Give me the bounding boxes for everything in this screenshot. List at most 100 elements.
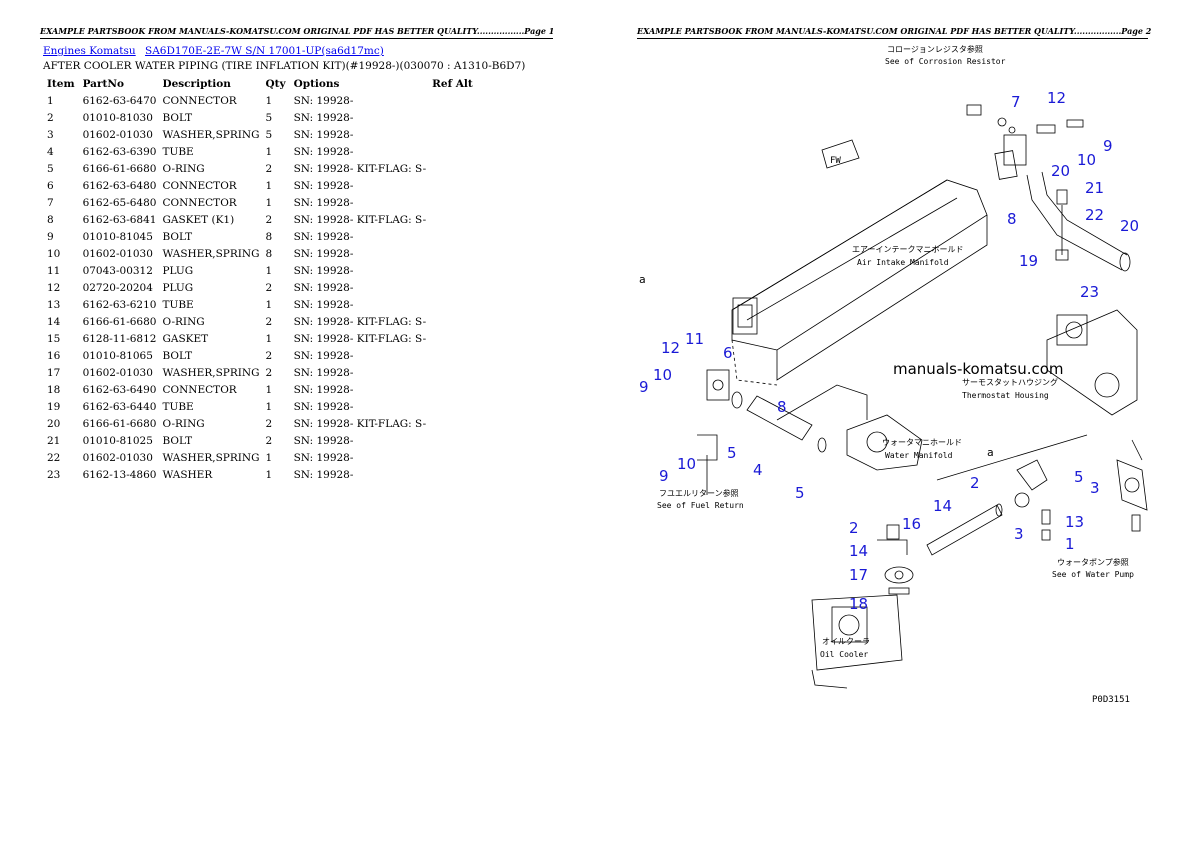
cell-ref-alt [428,450,477,467]
cell-item: 6 [47,179,54,192]
cell-ref-alt [428,229,477,246]
cell-item: 17 [47,366,61,379]
cell-item: 20 [47,417,61,430]
cell-item: 16 [47,349,61,362]
cell-options: SN: 19928- [293,179,354,192]
cell-options: SN: 19928- [293,264,354,277]
cell-options: SN: 19928- [293,128,354,141]
front-marker-icon [821,139,860,169]
cell-partno: 6166-61-6680 [82,315,157,328]
column-header-description: Description [162,78,231,90]
cell-qty: 2 [265,349,273,362]
svg-text:2: 2 [849,519,859,537]
cell-description: WASHER [162,468,213,481]
cell-partno: 01602-01030 [82,451,153,464]
cell-qty: 1 [265,451,273,464]
svg-text:サーモスタットハウジング: サーモスタットハウジング [962,377,1058,387]
cell-description: CONNECTOR [162,196,237,209]
cell-description: TUBE [162,145,194,158]
cell-qty: 2 [265,366,273,379]
svg-text:8: 8 [1007,210,1017,228]
cell-description: TUBE [162,400,194,413]
cell-item: 4 [47,145,54,158]
page-header-2: EXAMPLE PARTSBOOK FROM MANUALS-KOMATSU.C… [637,26,1151,39]
cell-item: 2 [47,111,54,124]
cell-options: SN: 19928- KIT-FLAG: S- [293,417,427,430]
svg-text:ウォータマニホールド: ウォータマニホールド [882,438,962,447]
cell-item: 19 [47,400,61,413]
cell-options: SN: 19928- [293,111,354,124]
cell-qty: 1 [265,400,273,413]
cell-description: BOLT [162,230,193,243]
cell-options: SN: 19928- [293,366,354,379]
page-subtitle: AFTER COOLER WATER PIPING (TIRE INFLATIO… [43,60,526,72]
svg-text:a: a [639,273,646,286]
svg-text:1: 1 [1065,535,1075,553]
svg-text:23: 23 [1080,283,1099,301]
svg-text:8: 8 [777,398,787,416]
cell-options: SN: 19928- [293,196,354,209]
diagram-line-art [697,104,1148,689]
svg-text:11: 11 [685,330,704,348]
svg-text:18: 18 [849,595,868,613]
cell-partno: 6162-63-6841 [82,213,157,226]
svg-text:Thermostat Housing: Thermostat Housing [962,391,1049,400]
cell-options: SN: 19928- [293,349,354,362]
cell-partno: 6162-63-6390 [82,145,157,158]
cell-ref-alt [428,314,477,331]
breadcrumb-link-engines[interactable]: Engines Komatsu [43,45,136,57]
cell-ref-alt [428,127,477,144]
cell-options: SN: 19928- [293,230,354,243]
cell-partno: 01010-81030 [82,111,153,124]
cell-ref-alt [428,178,477,195]
cell-options: SN: 19928- [293,451,354,464]
cell-partno: 6162-63-6470 [82,94,157,107]
svg-text:16: 16 [902,515,921,533]
cell-options: SN: 19928- KIT-FLAG: S- [293,332,427,345]
cell-ref-alt [428,348,477,365]
svg-text:13: 13 [1065,513,1084,531]
cell-options: SN: 19928- KIT-FLAG: S- [293,213,427,226]
cell-description: CONNECTOR [162,94,237,107]
svg-text:オイルクーラ: オイルクーラ [822,637,870,646]
cell-options: SN: 19928- KIT-FLAG: S- [293,162,427,175]
cell-partno: 6162-63-6440 [82,400,157,413]
cell-ref-alt [428,144,477,161]
cell-partno: 6162-65-6480 [82,196,157,209]
cell-description: PLUG [162,264,194,277]
table-header-row: Item PartNo Description Qty Options Ref … [43,76,477,93]
cell-ref-alt [428,263,477,280]
svg-text:5: 5 [1074,468,1084,486]
cell-partno: 6128-11-6812 [82,332,157,345]
cell-options: SN: 19928- [293,247,354,260]
svg-text:14: 14 [933,497,952,515]
breadcrumb-link-model[interactable]: SA6D170E-2E-7W S/N 17001-UP(sa6d17mc) [145,45,384,57]
svg-text:12: 12 [661,339,680,357]
cell-ref-alt [428,110,477,127]
cell-item: 3 [47,128,54,141]
part-callouts: 7 12 9 10 20 21 22 8 20 19 23 11 6 12 9 … [639,89,1139,613]
cell-qty: 1 [265,383,273,396]
svg-text:14: 14 [849,542,868,560]
cell-partno: 02720-20204 [82,281,153,294]
cell-options: SN: 19928- [293,383,354,396]
cell-partno: 01010-81065 [82,349,153,362]
svg-text:フユエルリターン参照: フユエルリターン参照 [659,488,739,498]
cell-qty: 8 [265,247,273,260]
svg-text:5: 5 [727,444,737,462]
cell-ref-alt [428,161,477,178]
